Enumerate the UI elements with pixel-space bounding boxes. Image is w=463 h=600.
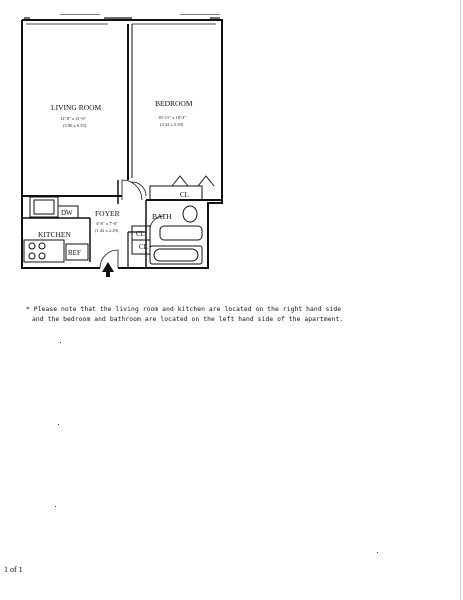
foyer-closet-1-label: CL — [136, 230, 145, 238]
scan-speck — [377, 552, 378, 553]
foyer-closet-2-label: CL — [139, 243, 148, 251]
ref-box — [65, 243, 89, 261]
outer-walls — [21, 17, 223, 269]
living-room-label: LIVING ROOM — [51, 103, 102, 112]
page-number: 1 of 1 — [4, 565, 23, 574]
scan-speck — [60, 342, 61, 343]
foyer-label: FOYER — [95, 209, 120, 218]
bedroom-dim: 10'-11" x 18'-4" — [158, 115, 187, 120]
scan-mark — [60, 14, 100, 15]
bedroom-label: BEDROOM — [155, 99, 193, 108]
bath-label: BATH — [152, 212, 172, 221]
dw-label: DW — [61, 209, 73, 217]
entry-arrow — [102, 262, 114, 277]
living-room-dim-metric: (3.90 x 6.55) — [63, 123, 87, 128]
floor-plan: LIVING ROOM 12'-8" x 21'-6" (3.90 x 6.55… — [21, 17, 223, 277]
scan-edge — [460, 0, 461, 600]
foyer-dim-metric: (1.42 x 2.29) — [95, 228, 119, 233]
scan-speck — [55, 506, 56, 507]
scan-speck — [58, 424, 59, 425]
kitchen-label: KITCHEN — [38, 230, 71, 239]
apartment-note: * Please note that the living room and k… — [26, 305, 446, 325]
bedroom-closet-label: CL — [180, 191, 189, 199]
note-line-1: * Please note that the living room and k… — [26, 306, 342, 313]
bedroom-dim-metric: (3.32 x 5.59) — [160, 122, 184, 127]
note-line-2: and the bedroom and bathroom are located… — [32, 316, 344, 323]
foyer-dim: 4'-8" x 7'-6" — [96, 221, 118, 226]
scan-mark — [180, 14, 220, 15]
ref-label: REF — [68, 249, 81, 257]
kitchen-fixtures — [23, 196, 89, 263]
bath-fixtures — [149, 205, 203, 265]
dw-box — [57, 205, 79, 219]
living-room-dim: 12'-8" x 21'-6" — [60, 116, 86, 121]
